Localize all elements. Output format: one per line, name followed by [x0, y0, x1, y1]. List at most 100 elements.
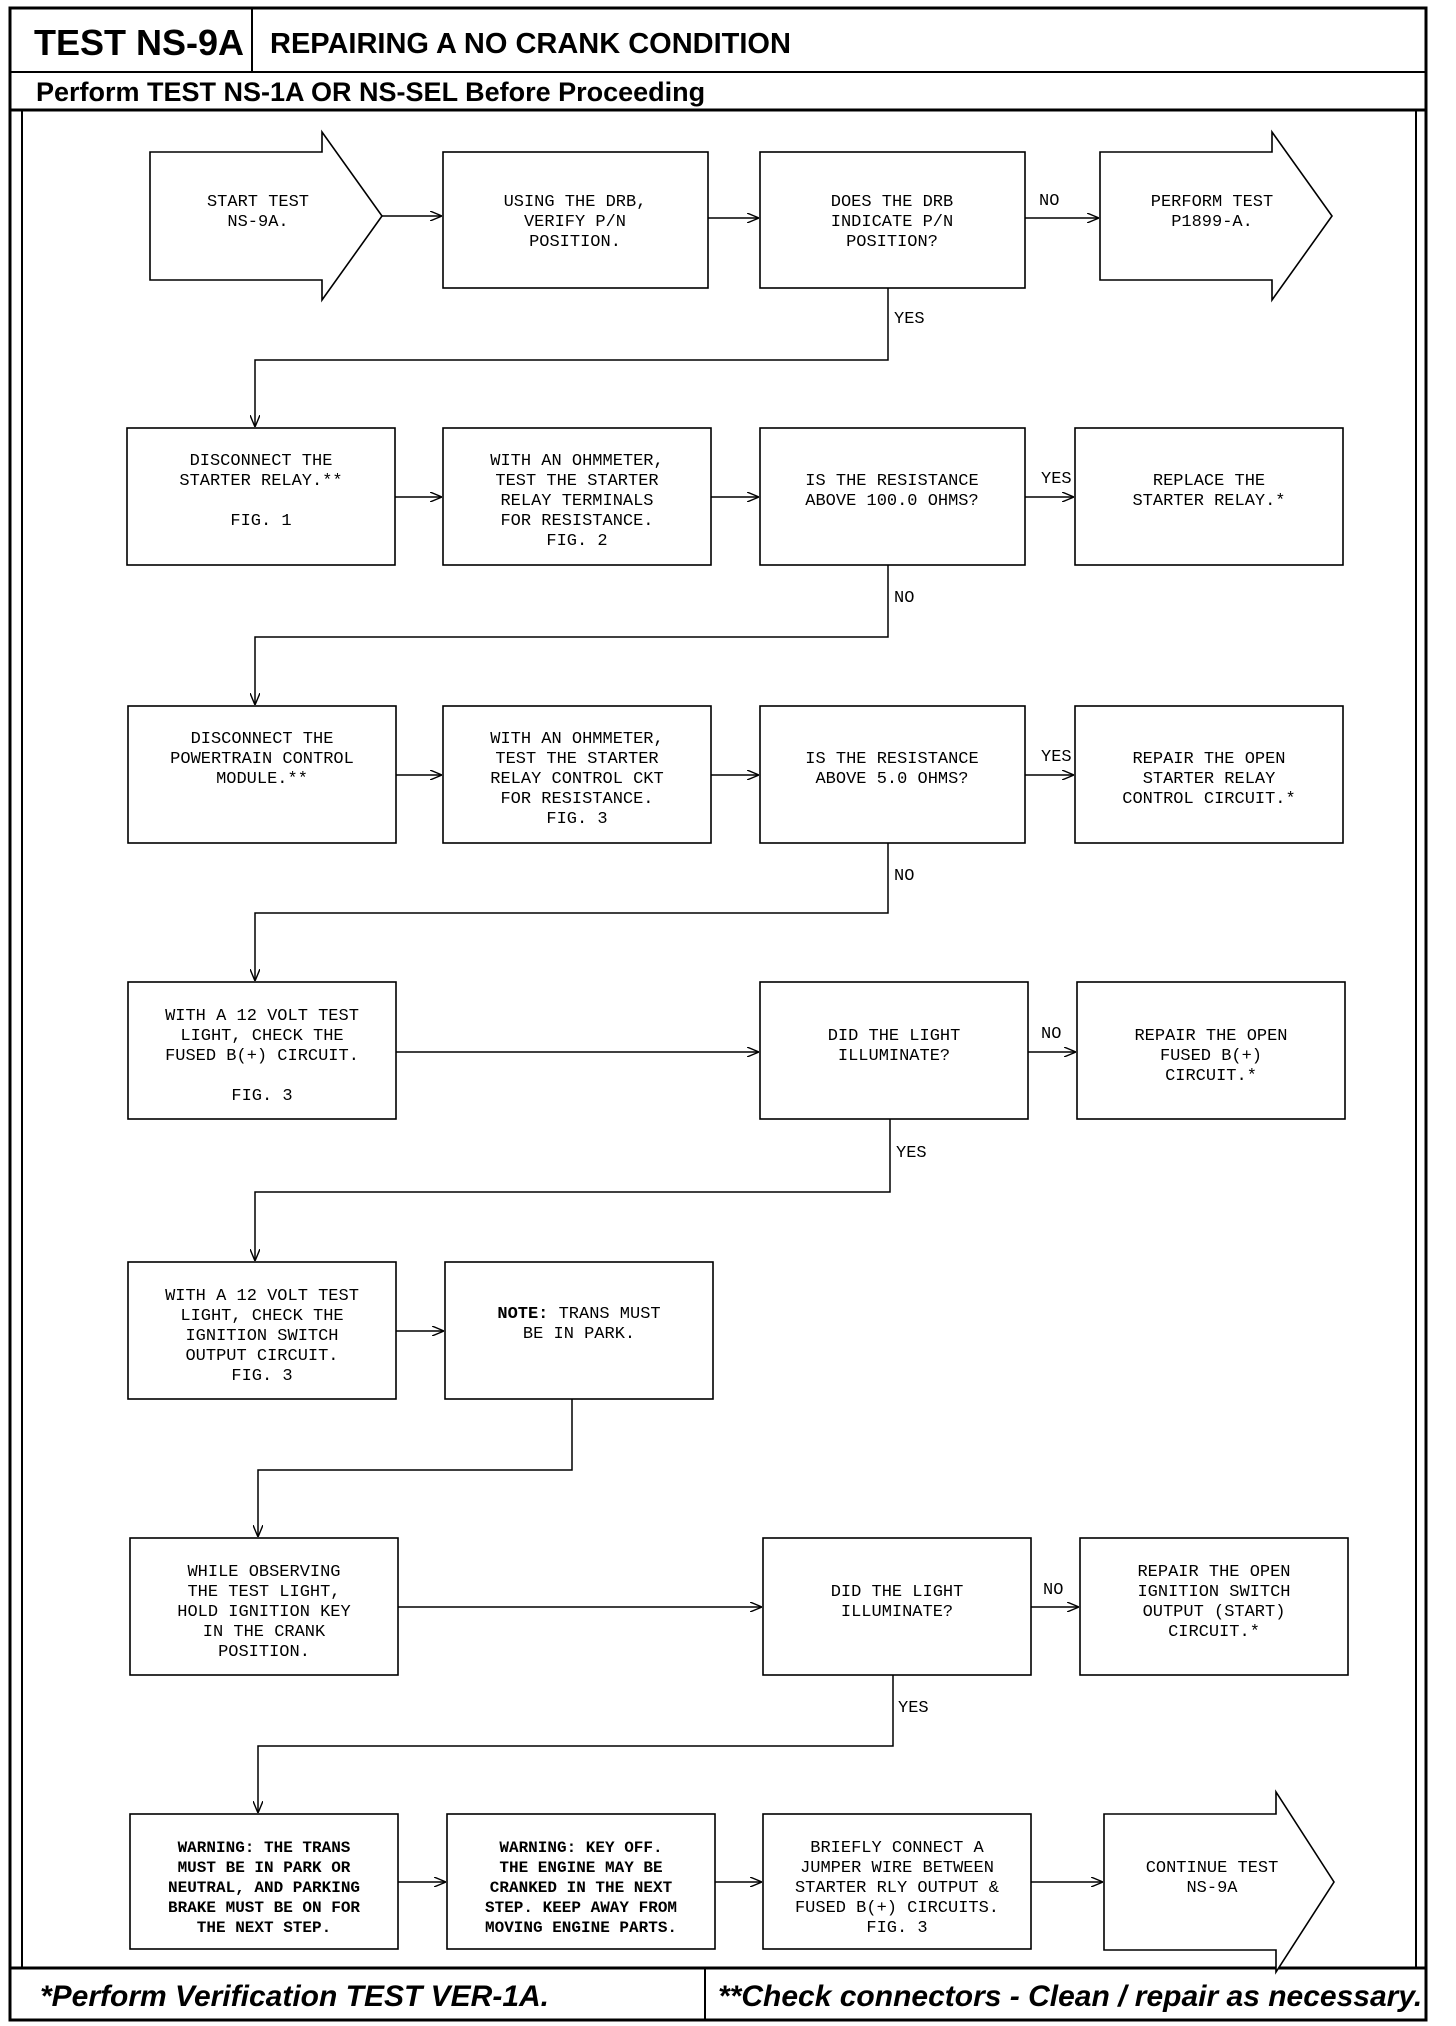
- test-relay-terminals-box: [442, 427, 712, 566]
- branch-label-no: NO: [894, 867, 914, 886]
- box-text-line: DISCONNECT THE: [190, 452, 333, 471]
- prerequisite-note: Perform TEST NS-1A OR NS-SEL Before Proc…: [36, 76, 706, 107]
- footer-connectors-note: **Check connectors - Clean / repair as n…: [718, 1980, 1423, 2013]
- box-text-line: NS-9A.: [227, 213, 288, 232]
- box-text-line: WARNING: THE TRANS: [178, 1839, 351, 1857]
- box-text-line: THE ENGINE MAY BE: [499, 1859, 662, 1877]
- box-text-line: STARTER RLY OUTPUT &: [795, 1879, 999, 1898]
- disconnect-relay-box: [126, 427, 396, 566]
- warning-key-off-label: WARNING: KEY OFF. THE ENGINE MAY BE CRANKE…: [485, 1839, 677, 1937]
- repair-ign-output-box: [1079, 1537, 1349, 1676]
- box-text-line: DOES THE DRB: [831, 193, 953, 212]
- replace-relay-box: [1074, 427, 1344, 566]
- resistance-100-question-box: [759, 427, 1026, 566]
- box-text-line: TEST THE STARTER: [495, 750, 658, 769]
- box-text-line: JUMPER WIRE BETWEEN: [800, 1859, 994, 1878]
- box-text-line: FIG. 3: [231, 1367, 292, 1386]
- box-text-line: CRANKED IN THE NEXT: [490, 1879, 673, 1897]
- light-question-1-box: [759, 981, 1029, 1120]
- box-text-line: FOR RESISTANCE.: [500, 790, 653, 809]
- box-text-line: FIG. 3: [546, 810, 607, 829]
- branch-label-yes: YES: [1041, 748, 1072, 767]
- box-text-line: PERFORM TEST: [1151, 193, 1273, 212]
- disconnect-pcm-box: [127, 705, 397, 844]
- box-text-line: POSITION.: [218, 1643, 310, 1662]
- box-text-line: WITH AN OHMMETER,: [490, 452, 663, 471]
- box-text-line: DID THE LIGHT: [828, 1027, 961, 1046]
- connector-lines: [255, 216, 1102, 1882]
- box-text-line: STARTER RELAY.*: [1132, 492, 1285, 511]
- box-text-line: DID THE LIGHT: [831, 1583, 964, 1602]
- box-text-line: IS THE RESISTANCE: [805, 750, 978, 769]
- box-text-line: NEUTRAL, AND PARKING: [168, 1879, 360, 1897]
- box-text-line: REPAIR THE OPEN: [1134, 1027, 1287, 1046]
- box-text-line: FIG. 2: [546, 532, 607, 551]
- box-text-line: OUTPUT CIRCUIT.: [185, 1347, 338, 1366]
- box-text-line: START TEST: [207, 193, 309, 212]
- box-text-line: IGNITION SWITCH: [1137, 1583, 1290, 1602]
- box-text-line: STARTER RELAY.**: [179, 472, 342, 491]
- box-text-line: IN THE CRANK: [203, 1623, 326, 1642]
- light-question-2-box: [762, 1537, 1032, 1676]
- box-text-line: P1899-A.: [1171, 213, 1253, 232]
- box-text-line: WARNING: KEY OFF.: [499, 1839, 662, 1857]
- box-text-line: FIG. 3: [231, 1087, 292, 1106]
- box-text-line: VERIFY P/N: [524, 213, 626, 232]
- branch-label-yes: YES: [898, 1699, 929, 1718]
- warning-trans-label: WARNING: THE TRANS MUST BE IN PARK OR NEUT…: [168, 1839, 360, 1937]
- box-text-line: HOLD IGNITION KEY: [177, 1603, 350, 1622]
- box-text-line: STARTER RELAY: [1143, 770, 1276, 789]
- start-arrow-shape: [149, 129, 383, 303]
- box-text-line: LIGHT, CHECK THE: [180, 1027, 343, 1046]
- box-text-line: FUSED B(+) CIRCUITS.: [795, 1899, 999, 1918]
- box-text-line: MODULE.**: [216, 770, 308, 789]
- box-text-line: WITH A 12 VOLT TEST: [165, 1007, 359, 1026]
- branch-label-no: NO: [894, 589, 914, 608]
- repair-fused-b-box: [1076, 981, 1346, 1120]
- box-text-line: IS THE RESISTANCE: [805, 472, 978, 491]
- box-text-line: REPAIR THE OPEN: [1132, 750, 1285, 769]
- continue-arrow-shape: [1103, 1789, 1335, 1975]
- box-text-line: NOTE: TRANS MUST: [497, 1305, 660, 1324]
- box-text-line: USING THE DRB,: [504, 193, 647, 212]
- box-text-line: FOR RESISTANCE.: [500, 512, 653, 531]
- box-text-line: STEP. KEEP AWAY FROM: [485, 1899, 677, 1917]
- branch-label-no: NO: [1043, 1581, 1063, 1600]
- test-relay-ckt-box: [442, 705, 712, 844]
- box-text-line: CIRCUIT.*: [1168, 1623, 1260, 1642]
- box-text-line: REPAIR THE OPEN: [1137, 1563, 1290, 1582]
- box-text-line: WITH AN OHMMETER,: [490, 730, 663, 749]
- page-frame: [8, 6, 1428, 2022]
- box-text-line: DISCONNECT THE: [191, 730, 334, 749]
- box-text-line: MUST BE IN PARK OR: [178, 1859, 351, 1877]
- box-text-line: FUSED B(+) CIRCUIT.: [165, 1047, 359, 1066]
- test-title: REPAIRING A NO CRANK CONDITION: [270, 27, 791, 60]
- box-text-line: THE NEXT STEP.: [197, 1919, 331, 1937]
- box-text-line: THE TEST LIGHT,: [187, 1583, 340, 1602]
- box-text-line: OUTPUT (START): [1143, 1603, 1286, 1622]
- box-text-line: POSITION?: [846, 233, 938, 252]
- box-text-line: POWERTRAIN CONTROL: [170, 750, 354, 769]
- box-text-line: WITH A 12 VOLT TEST: [165, 1287, 359, 1306]
- branch-label-yes: YES: [894, 310, 925, 329]
- branch-label-yes: YES: [1041, 470, 1072, 489]
- warning-trans-box: [129, 1813, 399, 1950]
- box-text-line: FIG. 3: [866, 1919, 927, 1938]
